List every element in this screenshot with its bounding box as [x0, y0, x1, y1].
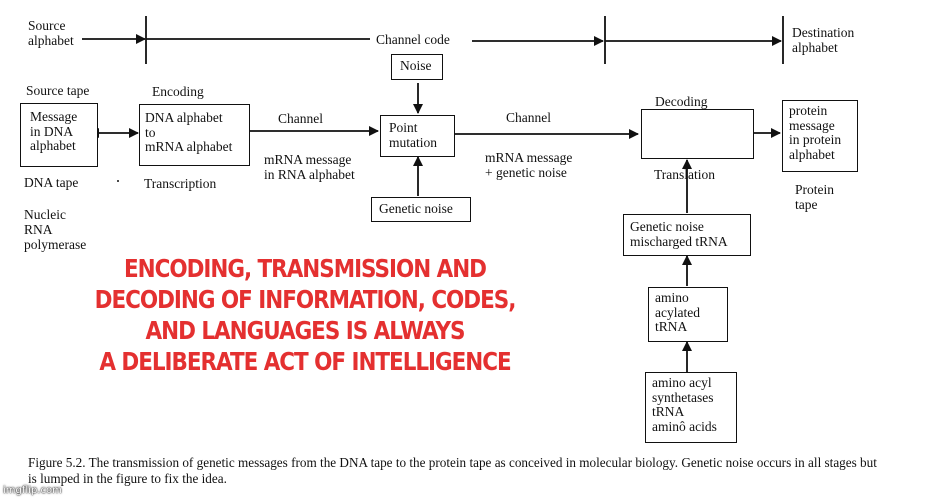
encoding-label: Encoding — [152, 84, 204, 99]
translation-label: Translation — [654, 167, 716, 182]
mrna-message-right-label: mRNA message+ genetic noise — [485, 150, 573, 180]
noise-box: Noise — [391, 54, 443, 80]
noise-box-label: Noise — [400, 58, 432, 73]
channel-code-label: Channel code — [376, 32, 450, 47]
transcription-label: Transcription — [144, 176, 217, 191]
overlay-caption: ENCODING, TRANSMISSION AND DECODING OF I… — [94, 254, 517, 376]
source-tape-label: Source tape — [26, 83, 90, 98]
stray-dot — [117, 180, 119, 182]
decoding-box — [641, 109, 754, 159]
channel-right-label: Channel — [506, 110, 551, 125]
genetic-noise-text: Genetic noise — [379, 201, 453, 216]
watermark: imgflip.com — [3, 485, 62, 496]
genetic-noise-box: Genetic noise — [371, 197, 471, 222]
figure-caption: Figure 5.2. The transmission of genetic … — [28, 455, 877, 486]
channel-left-label: Channel — [278, 111, 323, 126]
dna-tape-label: DNA tape — [24, 175, 79, 190]
decoding-label: Decoding — [655, 94, 708, 109]
